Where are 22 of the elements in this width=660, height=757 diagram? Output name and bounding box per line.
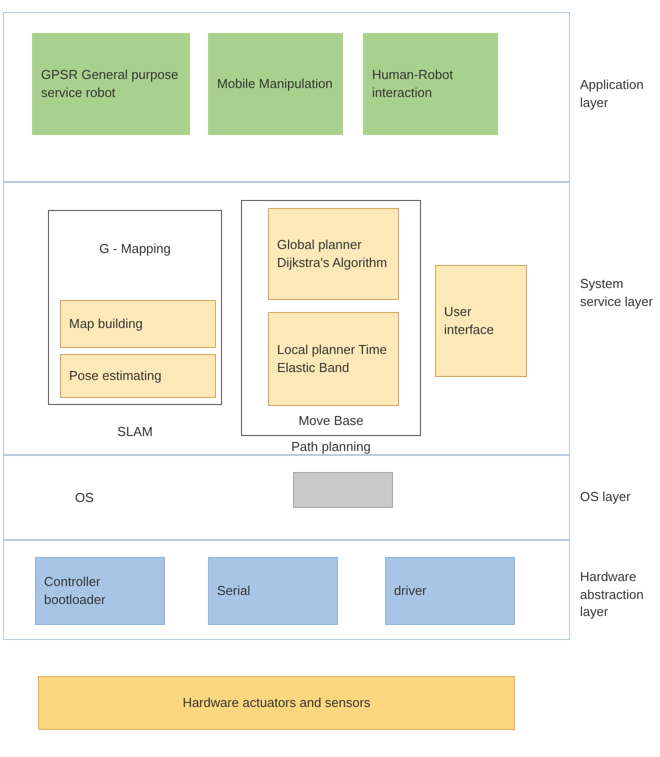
layer-label: System service layer bbox=[580, 275, 654, 310]
layer-label: OS layer bbox=[580, 488, 632, 506]
layer-label: Hardware abstraction layer bbox=[580, 568, 645, 621]
group-label: SLAM bbox=[116, 423, 154, 441]
application-box: GPSR General purpose service robot bbox=[32, 33, 190, 135]
driver-box: Serial bbox=[208, 557, 338, 625]
driver-box: Controller bootloader bbox=[35, 557, 165, 625]
component-box: Pose estimating bbox=[60, 354, 216, 398]
module-title: Move Base bbox=[297, 412, 365, 430]
component-box: Global planner Dijkstra's Algorithm bbox=[268, 208, 399, 300]
driver-box: driver bbox=[385, 557, 515, 625]
component-box bbox=[293, 472, 393, 508]
component-box: Map building bbox=[60, 300, 216, 348]
layer-label: Application layer bbox=[580, 76, 645, 112]
system-label: OS bbox=[75, 489, 94, 507]
group-label: Path planning bbox=[290, 438, 372, 456]
application-box: Mobile Manipulation bbox=[208, 33, 343, 135]
application-box: Human-Robot interaction bbox=[363, 33, 498, 135]
hardware-bar: Hardware actuators and sensors bbox=[38, 676, 515, 730]
component-box: Local planner Time Elastic Band bbox=[268, 312, 399, 406]
module-title: G - Mapping bbox=[98, 240, 172, 258]
component-box: User interface bbox=[435, 265, 527, 377]
